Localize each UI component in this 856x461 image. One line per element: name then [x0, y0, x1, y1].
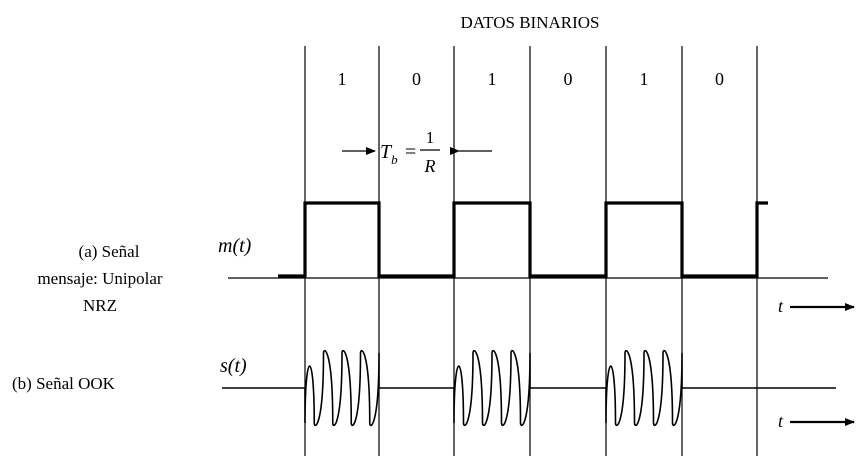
bit-label: 0: [412, 69, 421, 89]
message-caption: (a) Señal mensaje: Unipolar NRZ: [0, 238, 200, 319]
message-caption-line2: mensaje: Unipolar: [37, 269, 163, 288]
bit-period-annotation: Tb = 1 R: [342, 128, 492, 176]
time-label-top: t: [778, 296, 784, 316]
message-waveform: [278, 201, 768, 278]
message-signal-name: m(t): [218, 235, 252, 257]
bit-label: 0: [564, 69, 573, 89]
bit-label: 1: [488, 69, 497, 89]
bit-label: 0: [715, 69, 724, 89]
message-caption-line3: NRZ: [83, 296, 117, 315]
period-denominator: R: [424, 156, 436, 176]
message-caption-line1: (a) Señal: [78, 242, 140, 261]
bit-label: 1: [640, 69, 649, 89]
period-equals: =: [405, 141, 416, 163]
ook-caption: (b) Señal OOK: [12, 374, 115, 393]
time-label-bottom: t: [778, 411, 784, 431]
diagram-title: DATOS BINARIOS: [460, 13, 599, 32]
bit-labels: 1 0 1 0 1 0: [338, 69, 725, 89]
period-symbol: Tb: [380, 141, 398, 167]
ook-waveform: [304, 349, 683, 427]
period-numerator: 1: [426, 128, 435, 147]
ook-signal-name: s(t): [220, 355, 247, 377]
bit-label: 1: [338, 69, 347, 89]
